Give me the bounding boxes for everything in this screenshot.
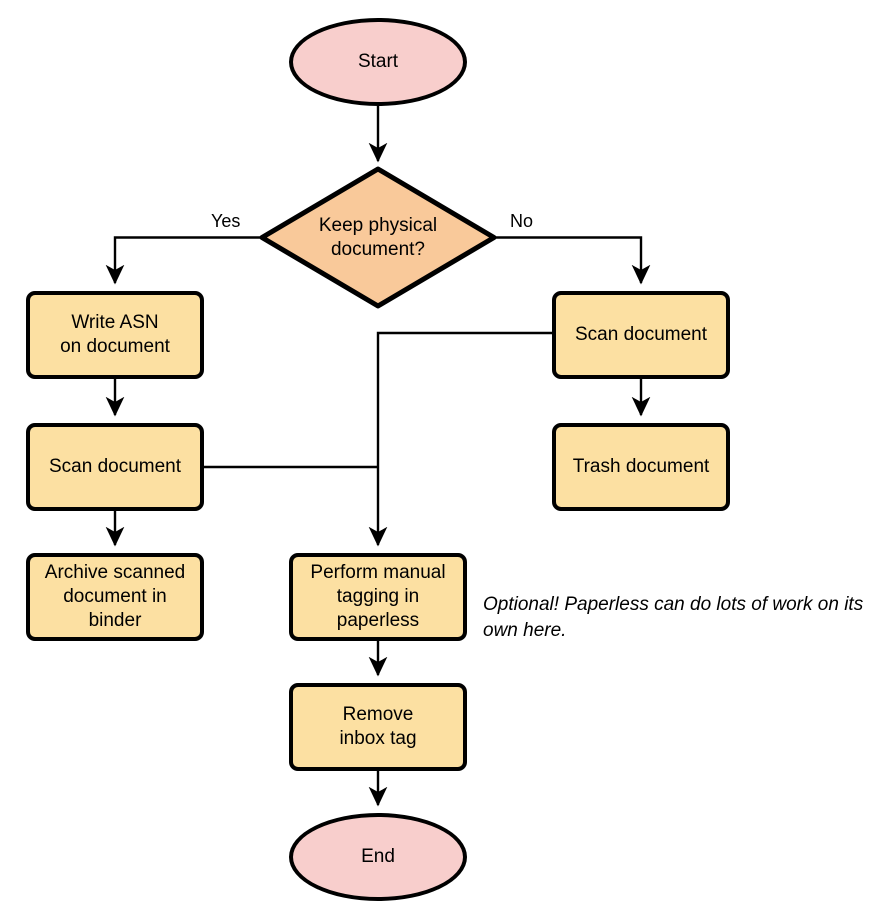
edge-decision-no-to-scan-right <box>494 236 651 285</box>
node-keep-physical-document[interactable]: Keep physical document? <box>262 169 494 306</box>
node-trash-document-label: Trash document <box>572 456 710 477</box>
node-trash-document[interactable]: Trash document <box>552 423 730 511</box>
node-remove-inbox-tag[interactable]: Remove inbox tag <box>289 683 467 771</box>
node-start[interactable]: Start <box>289 18 467 106</box>
node-start-label: Start <box>357 51 399 72</box>
node-scan-document-left[interactable]: Scan document <box>26 423 204 511</box>
node-keep-physical-document-label: Keep physical document? <box>318 214 438 260</box>
node-write-asn-label: Write ASN on document <box>60 312 170 357</box>
edge-label-yes: Yes <box>211 211 241 231</box>
node-remove-inbox-tag-label: Remove inbox tag <box>339 704 417 749</box>
edge-decision-yes-to-write-asn <box>105 236 262 285</box>
node-end[interactable]: End <box>289 813 467 901</box>
optional-note: Optional! Paperless can do lots of work … <box>483 594 864 641</box>
node-end-label: End <box>361 846 395 867</box>
node-manual-tagging-label: Perform manual tagging in paperless <box>310 562 446 631</box>
node-write-asn[interactable]: Write ASN on document <box>26 291 204 379</box>
node-scan-document-right-label: Scan document <box>574 324 708 345</box>
edge-scan-right-to-manual-tagging <box>368 331 552 547</box>
node-archive-binder-label: Archive scanned document in binder <box>44 562 186 631</box>
node-scan-document-right[interactable]: Scan document <box>552 291 730 379</box>
node-scan-document-left-label: Scan document <box>48 456 182 477</box>
decision-diamond-keep-physical <box>259 166 497 309</box>
node-archive-binder[interactable]: Archive scanned document in binder <box>26 553 204 641</box>
node-manual-tagging[interactable]: Perform manual tagging in paperless <box>289 553 467 641</box>
edge-label-no: No <box>510 211 534 231</box>
